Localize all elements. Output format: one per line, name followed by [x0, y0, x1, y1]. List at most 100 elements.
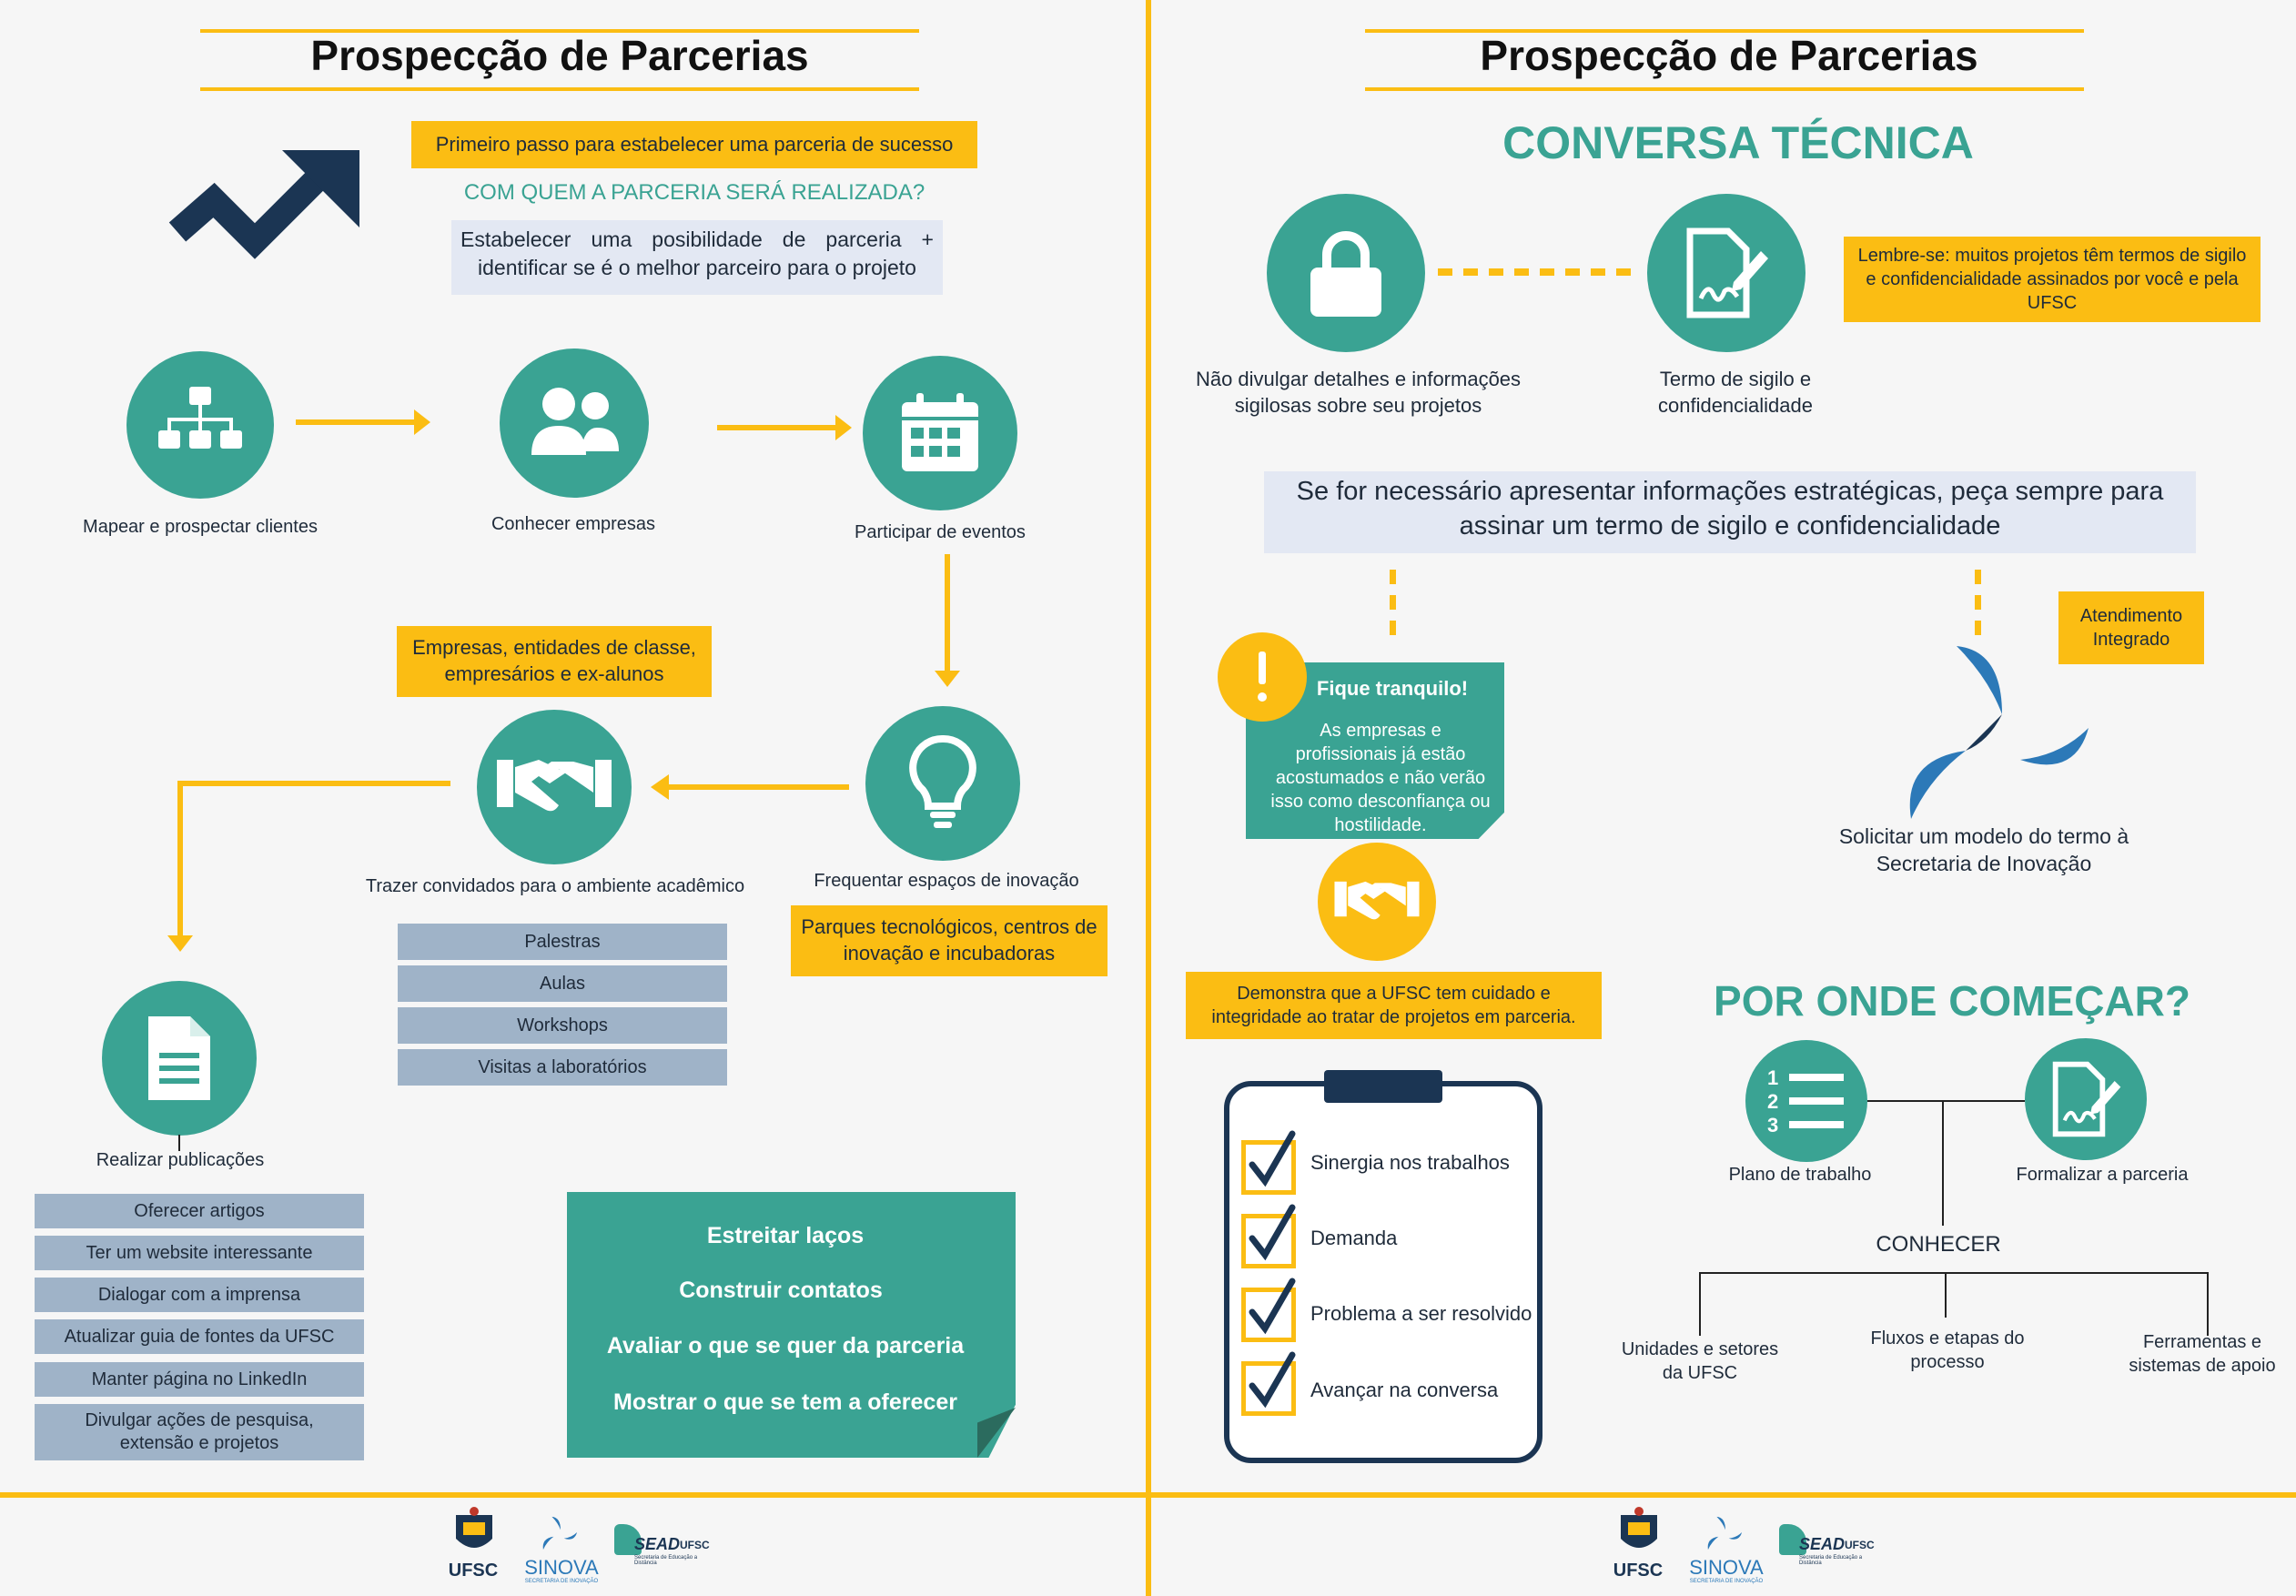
- technical-talk-heading: CONVERSA TÉCNICA: [1502, 117, 1974, 168]
- sead-sub-text: Secretaria de Educação a Distância: [1799, 1555, 1863, 1566]
- know-item: Unidades e setores da UFSC: [1621, 1339, 1779, 1383]
- lock-nda-dashed: [1438, 268, 1638, 276]
- sinova-sub-text: SECRETARIA DE INOVAÇÃO: [1689, 1579, 1764, 1584]
- step-map-label: Mapear e prospectar clientes: [83, 517, 318, 537]
- ufsc-logo-text: UFSC: [448, 1561, 499, 1581]
- signed-document-icon: [1686, 227, 1768, 318]
- signed-document-icon: [2052, 1061, 2121, 1137]
- step-events-label: Participar de eventos: [855, 522, 1026, 542]
- strategic-box: [1264, 471, 2196, 553]
- lock-icon: [1310, 231, 1381, 317]
- org-chart-icon: [158, 387, 242, 449]
- publish-item: Manter página no LinkedIn: [35, 1362, 364, 1397]
- checklist-item: Sinergia nos trabalhos: [1310, 1151, 1510, 1174]
- atendimento-note: Atendimento Integrado: [2058, 591, 2204, 664]
- numbered-list-icon: 1 2 3: [1767, 1066, 1844, 1136]
- publish-item: Ter um website interessante: [35, 1236, 364, 1270]
- calm-text: As empresas e profissionais já estão aco…: [1270, 721, 1491, 835]
- know-branch-right: [2207, 1272, 2209, 1336]
- footer-logos-right: UFSC SINOVA SECRETARIA DE INOVAÇÃO SEAD …: [1606, 1506, 1879, 1588]
- guest-item: Visitas a laboratórios: [398, 1049, 727, 1086]
- center-divider: [1146, 0, 1151, 1596]
- svg-text:1: 1: [1767, 1066, 1778, 1089]
- goals-note: [567, 1192, 1016, 1458]
- sead-ufsc-text: UFSC: [680, 1539, 710, 1551]
- events-circle: [863, 356, 1017, 510]
- clipboard-clip: [1324, 1070, 1442, 1103]
- goal-item: Construir contatos: [679, 1278, 883, 1303]
- intro-text: Estabelecer uma posibilidade de parceria…: [460, 227, 934, 280]
- sinova-logo-text: SINOVA: [524, 1556, 599, 1579]
- meet-companies-circle: [500, 348, 649, 498]
- know-branch-left: [1699, 1272, 1701, 1336]
- innovation-note: Parques tecnológicos, centros de inovaçã…: [791, 905, 1108, 976]
- people-icon: [531, 388, 619, 455]
- sinova-small-icon: [542, 1516, 578, 1551]
- lock-circle: [1267, 194, 1425, 352]
- no-disclose-label: Não divulgar detalhes e informações sigi…: [1195, 368, 1522, 417]
- step-innovation-label: Frequentar espaços de inovação: [814, 871, 1079, 891]
- checkmarks-icon: [1249, 1130, 1296, 1409]
- sead-logo: SEAD UFSC Secretaria de Educação a Distâ…: [1779, 1524, 1875, 1568]
- sead-logo: SEAD UFSC Secretaria de Educação a Distâ…: [614, 1524, 710, 1568]
- know-branch: [1699, 1272, 2209, 1274]
- know-item: Ferramentas e sistemas de apoio: [2129, 1332, 2276, 1376]
- publish-item: Dialogar com a imprensa: [35, 1278, 364, 1312]
- sead-ufsc-text: UFSC: [1845, 1539, 1875, 1551]
- demonstrates-note: Demonstra que a UFSC tem cuidado e integ…: [1186, 972, 1602, 1039]
- right-page-title: Prospecção de Parcerias: [1480, 32, 1978, 79]
- right-title-rule-bottom: [1365, 87, 2084, 91]
- svg-text:2: 2: [1767, 1090, 1778, 1113]
- arrow-3: [945, 554, 950, 671]
- plan-formalize-line: [1867, 1100, 2025, 1102]
- know-branch-mid: [1945, 1272, 1947, 1318]
- nda-circle: [1647, 194, 1805, 352]
- calendar-icon: [902, 393, 978, 471]
- checklist-item: Demanda: [1310, 1227, 1398, 1249]
- connector-publish-vertical: [177, 781, 183, 935]
- arrow-2: [717, 425, 835, 430]
- partner-question: COM QUEM A PARCERIA SERÁ REALIZADA?: [463, 180, 925, 205]
- sead-sub-text: Secretaria de Educação a Distância: [634, 1555, 698, 1566]
- footer-logos-left: UFSC SINOVA SECRETARIA DE INOVAÇÃO SEAD …: [441, 1506, 714, 1588]
- guest-item: Palestras: [398, 924, 727, 960]
- request-model-label: Solicitar um modelo do termo à Secretari…: [1838, 824, 2129, 875]
- goal-item: Mostrar o que se tem a oferecer: [613, 1389, 957, 1415]
- publish-item: Atualizar guia de fontes da UFSC: [35, 1319, 364, 1354]
- formalize-label: Formalizar a parceria: [2016, 1165, 2189, 1185]
- intro-text-box: [451, 220, 943, 295]
- alert-circle: [1218, 632, 1307, 722]
- arrow-4-head: [651, 774, 669, 800]
- plan-label: Plano de trabalho: [1728, 1165, 1872, 1185]
- dashed-to-model: [1975, 570, 1981, 644]
- know-item: Fluxos e etapas do processo: [1870, 1328, 2025, 1372]
- left-title-rule-bottom: [200, 87, 919, 91]
- guests-circle: [477, 710, 632, 864]
- left-page-title: Prospecção de Parcerias: [310, 32, 809, 79]
- handshake-circle: [1318, 843, 1436, 961]
- connector-publish-horizontal: [177, 781, 450, 786]
- publish-item: Divulgar ações de pesquisa, extensão e p…: [35, 1404, 364, 1460]
- arrow-4: [669, 784, 849, 790]
- map-clients-circle: [126, 351, 274, 499]
- guest-item: Aulas: [398, 965, 727, 1002]
- trend-arrow-icon: [164, 146, 364, 264]
- ufsc-crest-icon: [456, 1507, 492, 1548]
- svg-text:3: 3: [1767, 1114, 1778, 1136]
- goal-item: Avaliar o que se quer da parceria: [606, 1333, 965, 1359]
- dashed-to-calm: [1390, 570, 1396, 644]
- step-publish-label: Realizar publicações: [96, 1150, 265, 1170]
- ufsc-logo-text: UFSC: [1613, 1561, 1664, 1581]
- checklist-item: Avançar na conversa: [1310, 1379, 1499, 1401]
- innovation-circle: [865, 706, 1020, 861]
- step-guests-label: Trazer convidados para o ambiente acadêm…: [365, 876, 745, 896]
- strategic-text: Se for necessário apresentar informações…: [1296, 477, 2164, 540]
- goal-item: Estreitar laços: [706, 1223, 865, 1248]
- right-title-rule-top: [1365, 29, 2084, 33]
- connector-publish-head: [167, 935, 193, 952]
- sead-logo-text: SEAD: [1799, 1535, 1846, 1553]
- arrow-1-head: [414, 409, 430, 435]
- step-meet-label: Conhecer empresas: [491, 514, 656, 534]
- lightbulb-icon: [909, 734, 976, 828]
- guest-item: Workshops: [398, 1007, 727, 1044]
